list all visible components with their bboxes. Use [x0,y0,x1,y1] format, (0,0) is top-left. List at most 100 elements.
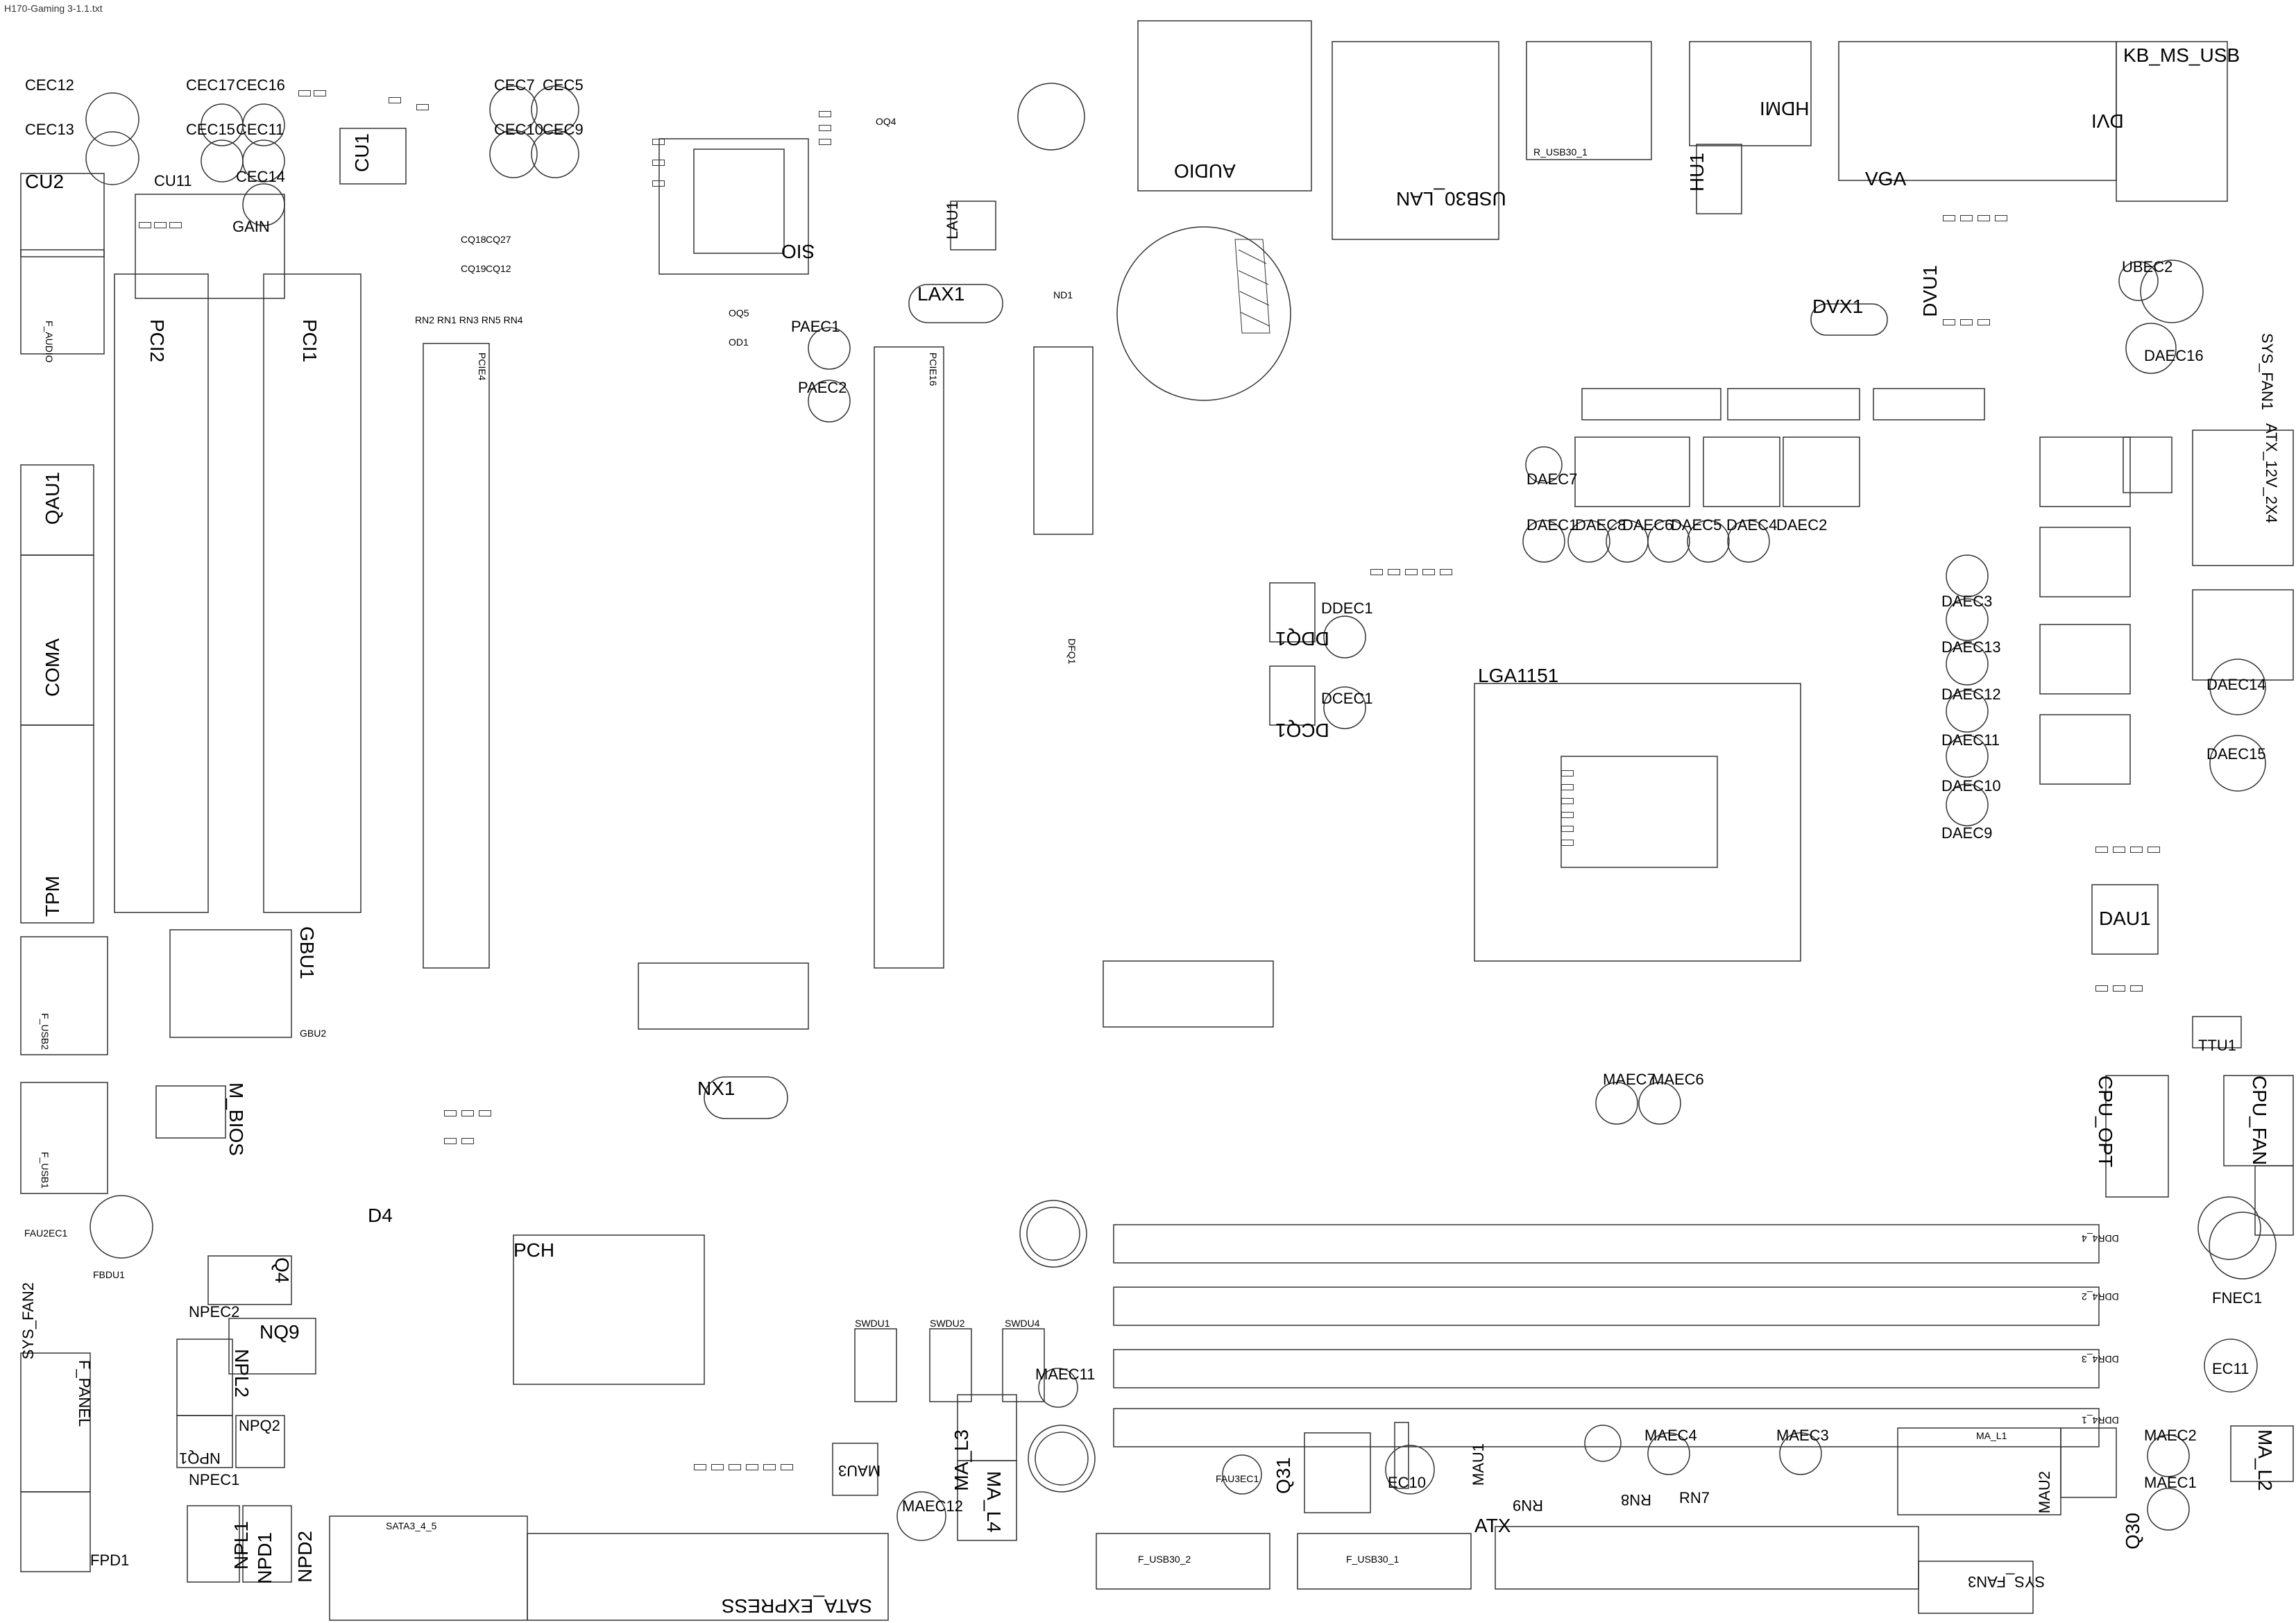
label-cec11: CEC11 [236,121,284,138]
label-pch: PCH [513,1239,555,1261]
label-pci2: PCI2 [146,319,168,363]
smd-pad [2095,985,2108,992]
smd-pad [461,1110,474,1116]
smd-pad [652,180,665,187]
label-fnec1: FNEC1 [2212,1289,2263,1307]
label-npd2: NPD2 [294,1531,316,1583]
label-dfq1: DFQ1 [1066,638,1078,665]
smd-pad [1943,319,1955,325]
label-swdu1: SWDU1 [855,1318,890,1329]
label-daec7: DAEC7 [1527,470,1578,488]
smd-pad [461,1138,474,1144]
label-usb30-lan: USB30_LAN [1396,188,1506,210]
label-audio: AUDIO [1174,160,1236,182]
label-maec2: MAEC2 [2144,1427,2197,1444]
smd-pad [1561,812,1574,818]
label-nd1: ND1 [1053,289,1073,300]
label-npec2: NPEC2 [189,1303,240,1320]
label-vga: VGA [1865,168,1907,189]
label-daec1: DAEC1 [1527,516,1578,534]
smd-pad [819,125,831,131]
smd-pad [444,1110,457,1116]
label-q4: Q4 [271,1257,293,1284]
label-gbu1: GBU1 [296,926,318,980]
label-cec7: CEC7 [494,76,535,94]
label-ddr4-4: DDR4_4 [2082,1233,2119,1244]
label-maec12: MAEC12 [902,1497,964,1515]
smd-pad [2113,985,2125,992]
label-gain: GAIN [232,218,270,235]
label-ma-l2: MA_L2 [2254,1429,2276,1491]
smd-pad [763,1464,776,1470]
label-mau2: MAU2 [2036,1471,2053,1514]
label-swdu2: SWDU2 [930,1318,965,1329]
label-sata3-4-5: SATA3_4_5 [386,1520,437,1531]
label-nq9: NQ9 [260,1321,300,1343]
label-cq19: CQ19 [461,263,486,274]
label-daec4: DAEC4 [1726,516,1778,534]
label-dvu1: DVU1 [1919,265,1941,317]
label-ddr4-1: DDR4_1 [2082,1415,2119,1426]
label-q31: Q31 [1273,1457,1294,1494]
label-dvi: DVI [2091,110,2124,132]
smd-pad [1978,215,1990,221]
label-ddq1: DDQ1 [1275,628,1329,649]
label-npl1: NPL1 [230,1521,252,1570]
label-hdmi: HDMI [1760,98,1810,119]
label-pci1: PCI1 [299,319,321,363]
label-ma-l1: MA_L1 [1976,1430,2007,1441]
label-maec3: MAEC3 [1776,1427,1829,1444]
smd-pad [1978,319,1990,325]
label-cu11: CU11 [154,172,192,189]
smd-pad [314,90,326,96]
label-mau1: MAU1 [1470,1443,1487,1486]
label-ddr4-3: DDR4_3 [2082,1354,2119,1365]
label-daec11: DAEC11 [1941,731,2000,749]
smd-pad [819,111,831,117]
label-cu2: CU2 [25,171,65,192]
label-atx: ATX [1474,1515,1511,1536]
label-npl2: NPL2 [231,1349,253,1398]
smd-pad [1561,784,1574,790]
label-atx-12v-2x4: ATX_12V_2X4 [2263,423,2280,523]
smd-pad [729,1464,741,1470]
smd-pad [139,222,151,228]
label-maec11: MAEC11 [1035,1366,1096,1383]
label-cec5: CEC5 [543,76,584,94]
smd-pad [1943,215,1955,221]
smd-pad [2130,847,2143,853]
label-sio: SIO [781,241,815,262]
smd-pad [2130,985,2143,992]
label-mau3: MAU3 [838,1462,881,1479]
smd-pad [1995,215,2007,221]
label-paec1: PAEC1 [791,318,840,335]
smd-pad [169,222,182,228]
label-f-usb30-2: F_USB30_2 [1138,1554,1191,1565]
label-fau2ec1: FAU2EC1 [24,1227,68,1239]
label-swdu4: SWDU4 [1005,1318,1040,1329]
label-ddec1: DDEC1 [1321,600,1373,617]
label-gbu2: GBU2 [300,1028,327,1039]
smd-pad [444,1138,457,1144]
label-pcie4: PCIE4 [477,352,488,381]
label-dvx1: DVX1 [1812,296,1864,317]
label-cec10: CEC10 [494,121,543,138]
label-rn8: RN8 [1621,1491,1652,1509]
label-rn7: RN7 [1679,1489,1710,1506]
smd-pad [1561,826,1574,832]
label-cec16: CEC16 [236,76,285,94]
label-cq27: CQ27 [486,234,511,245]
label-f-audio: F_AUDIO [44,321,55,363]
label-f-usb30-1: F_USB30_1 [1346,1554,1400,1565]
label-maec1: MAEC1 [2144,1474,2197,1491]
label-ubec2: UBEC2 [2122,258,2173,275]
label-coma: COMA [42,638,63,697]
smd-pad [1440,569,1452,575]
label-cpu-fan: CPU_FAN [2249,1076,2270,1166]
label-sys-fan3: SYS_FAN3 [1968,1573,2046,1590]
label-ma-l3: MA_L3 [951,1429,972,1491]
label-r-usb30-1: R_USB30_1 [1533,146,1588,158]
label-kb-ms-usb: KB_MS_USB [2123,44,2240,66]
